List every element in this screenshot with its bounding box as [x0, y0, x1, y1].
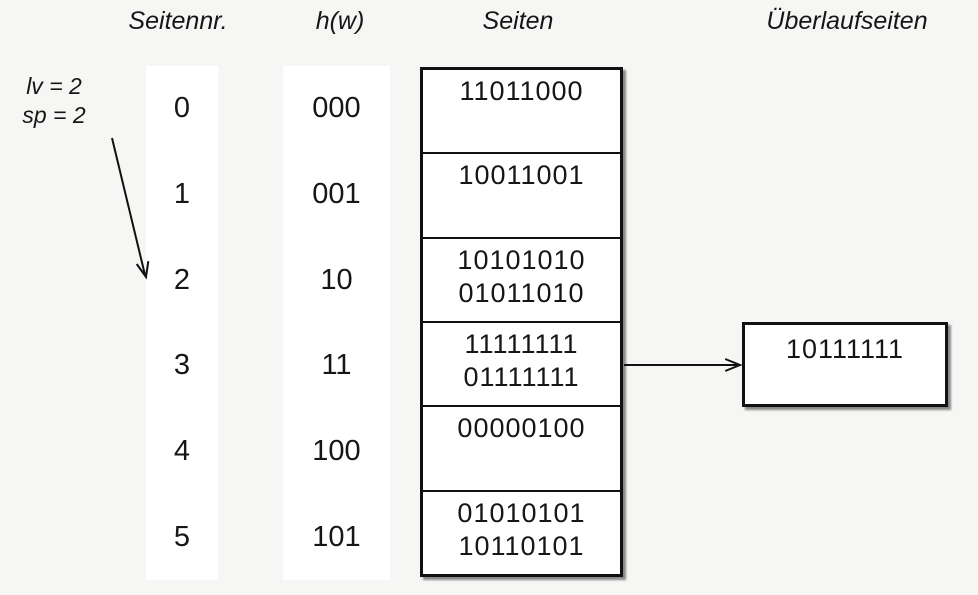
- page-cell-0: 11011000: [423, 70, 620, 152]
- hash-value-2: 10: [320, 263, 353, 296]
- record-value: 11011000: [459, 76, 584, 106]
- hash-value-4: 100: [312, 435, 361, 468]
- record-value: 11111111: [464, 328, 579, 359]
- hash-value-1: 001: [312, 178, 361, 210]
- overflow-page-box: 10111111: [742, 322, 948, 407]
- record-value: 10110101: [458, 530, 585, 561]
- page-number-1: 1: [173, 178, 191, 210]
- page-number-4: 4: [173, 435, 191, 468]
- page-cell-4: 00000100: [423, 405, 620, 489]
- overflow-arrow: [624, 358, 743, 372]
- hash-value-0: 000: [312, 92, 361, 125]
- record-value: 00000100: [457, 413, 586, 444]
- record-value: 01011010: [458, 277, 585, 308]
- hash-value-5: 101: [312, 520, 361, 553]
- hash-value-3: 11: [321, 349, 352, 382]
- page-cell-2: 10101010 01011010: [423, 236, 620, 321]
- record-value: 10011001: [458, 160, 585, 191]
- record-value: 01010101: [457, 497, 586, 528]
- column-hw: 000 001 10 11 100 101: [283, 66, 390, 580]
- column-header-seitennr: Seitennr.: [128, 7, 228, 35]
- page-cell-3: 11111111 01111111: [423, 320, 620, 405]
- page-number-2: 2: [173, 263, 191, 296]
- page-number-0: 0: [173, 92, 191, 125]
- page-number-3: 3: [173, 349, 191, 382]
- split-pointer-arrow: [111, 137, 150, 280]
- record-value: 01111111: [463, 361, 580, 392]
- page-number-5: 5: [173, 520, 191, 553]
- overflow-record-value: 10111111: [785, 334, 905, 364]
- level-splitpointer-annotation: lv = 2 sp = 2: [6, 72, 102, 130]
- annotation-sp: sp = 2: [22, 102, 86, 128]
- page-cell-5: 01010101 10110101: [423, 489, 620, 574]
- column-header-hw: h(w): [315, 7, 365, 35]
- column-header-ueberlaufseiten: Überlaufseiten: [766, 7, 928, 35]
- pages-box: 11011000 10011001 10101010 01011010 1111…: [420, 67, 623, 577]
- annotation-lv: lv = 2: [26, 73, 82, 99]
- column-seitennr: 0 1 2 3 4 5: [146, 66, 218, 580]
- record-value: 10101010: [457, 244, 586, 275]
- page-cell-1: 10011001: [423, 152, 620, 236]
- column-header-seiten: Seiten: [482, 7, 554, 35]
